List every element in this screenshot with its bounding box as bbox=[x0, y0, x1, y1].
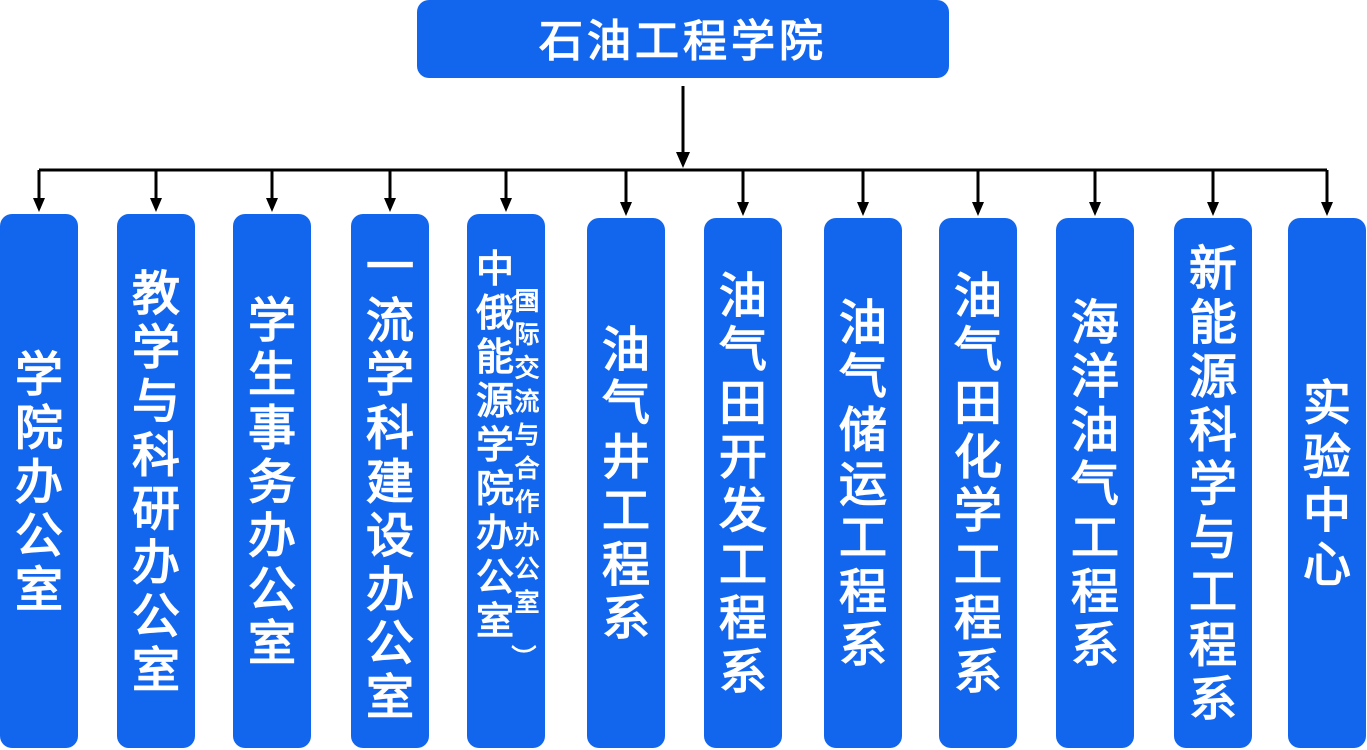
department-box bbox=[467, 214, 545, 748]
department-node-1: 学院办公室 bbox=[0, 214, 78, 748]
drop-arrowhead bbox=[266, 198, 278, 212]
department-note: （国际交流与合作办公室） bbox=[508, 276, 540, 670]
drop-arrowhead bbox=[384, 198, 396, 212]
department-label: 学生事务办公室 bbox=[248, 293, 296, 672]
department-node-9: 油气田化学工程系 bbox=[939, 218, 1017, 748]
department-box bbox=[351, 214, 429, 748]
root-label: 石油工程学院 bbox=[539, 16, 827, 67]
department-node-5: 中俄能源学院办公室（国际交流与合作办公室） bbox=[467, 214, 545, 748]
department-box bbox=[1174, 218, 1252, 748]
drop-arrowhead bbox=[972, 202, 984, 216]
department-box bbox=[0, 214, 78, 748]
drop-arrowhead bbox=[620, 202, 632, 216]
department-node-3: 学生事务办公室 bbox=[233, 214, 311, 748]
department-nodes: 学院办公室 教学与科研办公室 学生事务办公室 一流学科建设办公室 中俄能源学院办公室（国… bbox=[0, 214, 1366, 748]
drop-arrowhead bbox=[1207, 202, 1219, 216]
department-node-10: 海洋油气工程系 bbox=[1056, 218, 1134, 748]
department-node-7: 油气田开发工程系 bbox=[704, 218, 782, 748]
department-box bbox=[1288, 218, 1366, 748]
department-label: 油气田开发工程系 bbox=[719, 268, 767, 700]
department-node-4: 一流学科建设办公室 bbox=[351, 214, 429, 748]
department-box bbox=[704, 218, 782, 748]
trunk-arrowhead bbox=[676, 152, 690, 168]
department-label: 教学与科研办公室 bbox=[132, 266, 180, 698]
department-label: 海洋油气工程系 bbox=[1071, 295, 1119, 674]
drop-arrowhead bbox=[1089, 202, 1101, 216]
department-label: 学院办公室 bbox=[15, 347, 63, 618]
department-box bbox=[824, 218, 902, 748]
department-node-12: 实验中心 bbox=[1288, 218, 1366, 748]
department-box bbox=[1056, 218, 1134, 748]
department-label: 中俄能源学院办公室 bbox=[475, 247, 514, 643]
connector-lines bbox=[33, 86, 1333, 216]
department-box bbox=[233, 214, 311, 748]
drop-arrowhead bbox=[500, 198, 512, 212]
drop-arrowhead bbox=[737, 202, 749, 216]
department-box bbox=[939, 218, 1017, 748]
department-label: 实验中心 bbox=[1303, 376, 1351, 593]
drop-arrowhead bbox=[33, 198, 45, 212]
department-node-11: 新能源科学与工程系 bbox=[1174, 218, 1252, 748]
drop-arrowhead bbox=[150, 198, 162, 212]
drop-arrowhead bbox=[857, 202, 869, 216]
root-node: 石油工程学院 bbox=[417, 0, 949, 78]
drop-arrowhead bbox=[1321, 202, 1333, 216]
department-node-6: 油气井工程系 bbox=[587, 218, 665, 748]
department-label: 新能源科学与工程系 bbox=[1189, 241, 1237, 727]
department-label: 油气井工程系 bbox=[602, 322, 650, 647]
department-box bbox=[117, 214, 195, 748]
department-node-8: 油气储运工程系 bbox=[824, 218, 902, 748]
department-label: 油气田化学工程系 bbox=[954, 268, 1002, 700]
department-label: 一流学科建设办公室 bbox=[366, 239, 414, 725]
root-box bbox=[417, 0, 949, 78]
department-node-2: 教学与科研办公室 bbox=[117, 214, 195, 748]
department-box bbox=[587, 218, 665, 748]
department-label: 油气储运工程系 bbox=[839, 295, 887, 674]
